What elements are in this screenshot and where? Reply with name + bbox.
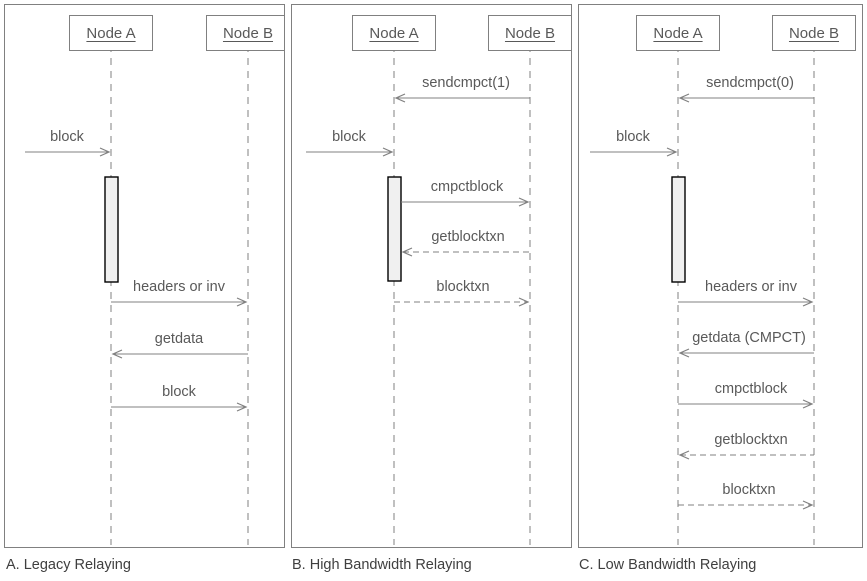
message-label-headers-or-inv: headers or inv — [133, 279, 225, 296]
caption-panel-a: A. Legacy Relaying — [6, 557, 131, 573]
participant-box-node-a[interactable]: Node A — [69, 15, 153, 51]
participant-box-node-b[interactable]: Node B — [206, 15, 284, 51]
message-label-getdata: getdata — [154, 331, 204, 348]
message-label-blocktxn: blocktxn — [436, 279, 490, 296]
message-label-block-in: block — [50, 129, 84, 146]
participant-label-node-a: Node A — [653, 24, 703, 42]
message-label-getblocktxn: getblocktxn — [714, 432, 788, 449]
panel-captions: A. Legacy Relaying B. High Bandwidth Rel… — [0, 549, 867, 581]
message-label-block-out: block — [162, 384, 196, 401]
participant-label-node-a: Node A — [369, 24, 419, 42]
activation-bar-node-a — [104, 176, 119, 283]
message-label-cmpctblock: cmpctblock — [430, 179, 504, 196]
caption-panel-c: C. Low Bandwidth Relaying — [579, 557, 757, 573]
panel-low-bandwidth-relaying: Node A Node B sendcmpct(0) block headers… — [578, 4, 863, 548]
message-label-sendcmpct: sendcmpct(1) — [422, 75, 510, 92]
panel-b-canvas — [306, 45, 531, 545]
participant-box-node-a[interactable]: Node A — [636, 15, 720, 51]
activation-bar-node-a — [671, 176, 686, 283]
participant-box-node-b[interactable]: Node B — [772, 15, 856, 51]
participant-box-node-b[interactable]: Node B — [488, 15, 571, 51]
message-label-sendcmpct: sendcmpct(0) — [706, 75, 794, 92]
panel-c-canvas — [590, 45, 815, 545]
message-label-headers-or-inv: headers or inv — [705, 279, 797, 296]
participant-box-node-a[interactable]: Node A — [352, 15, 436, 51]
message-label-block-in: block — [332, 129, 366, 146]
participant-label-node-b: Node B — [504, 24, 556, 42]
message-label-cmpctblock: cmpctblock — [714, 381, 788, 398]
message-label-block-in: block — [616, 129, 650, 146]
diagram-panels: Node A Node B block headers or inv getda… — [4, 4, 863, 548]
participant-label-node-a: Node A — [86, 24, 136, 42]
panel-high-bandwidth-relaying: Node A Node B sendcmpct(1) block cmpctbl… — [291, 4, 572, 548]
message-label-getdata-cmpct: getdata (CMPCT) — [692, 330, 806, 347]
panel-a-canvas — [25, 45, 249, 545]
participant-label-node-b: Node B — [222, 24, 274, 42]
activation-bar-node-a — [387, 176, 402, 282]
caption-panel-b: B. High Bandwidth Relaying — [292, 557, 472, 573]
participant-label-node-b: Node B — [788, 24, 840, 42]
message-label-blocktxn: blocktxn — [722, 482, 776, 499]
panel-legacy-relaying: Node A Node B block headers or inv getda… — [4, 4, 285, 548]
message-label-getblocktxn: getblocktxn — [431, 229, 505, 246]
